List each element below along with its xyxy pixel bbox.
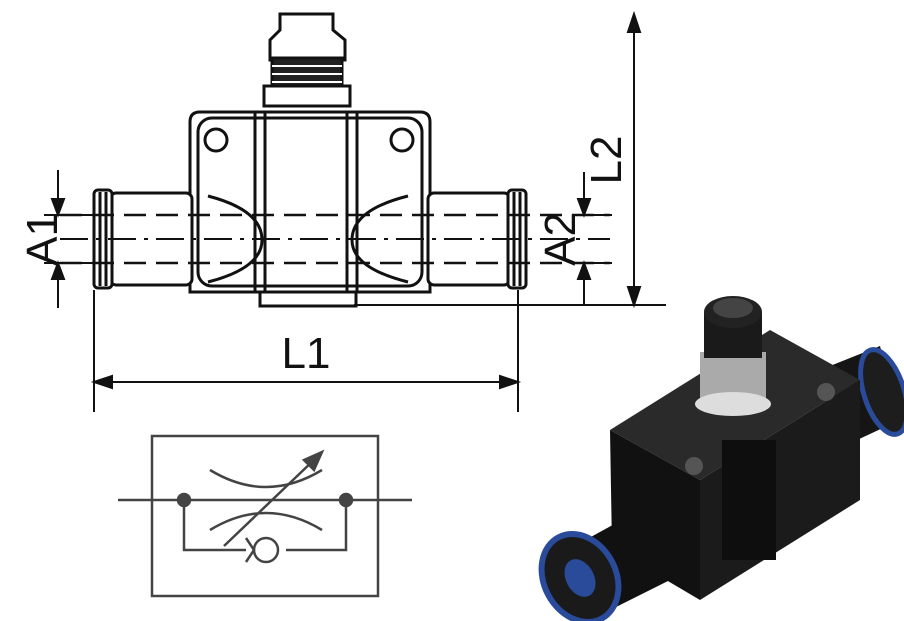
dimension-labels: A1 A2 L2 L1	[18, 136, 631, 378]
hidden-bore-lines	[60, 213, 610, 265]
adjustment-knob	[262, 12, 352, 108]
dimension-lines	[44, 10, 666, 412]
label-a2: A2	[536, 212, 585, 266]
front-view	[60, 12, 610, 308]
valve-body	[188, 110, 432, 308]
flow-control-valve-symbol-icon	[118, 434, 412, 598]
label-l2: L2	[582, 136, 631, 185]
label-a1: A1	[18, 212, 67, 266]
label-l1: L1	[282, 329, 331, 378]
fitting-3d-render-icon	[538, 296, 904, 621]
